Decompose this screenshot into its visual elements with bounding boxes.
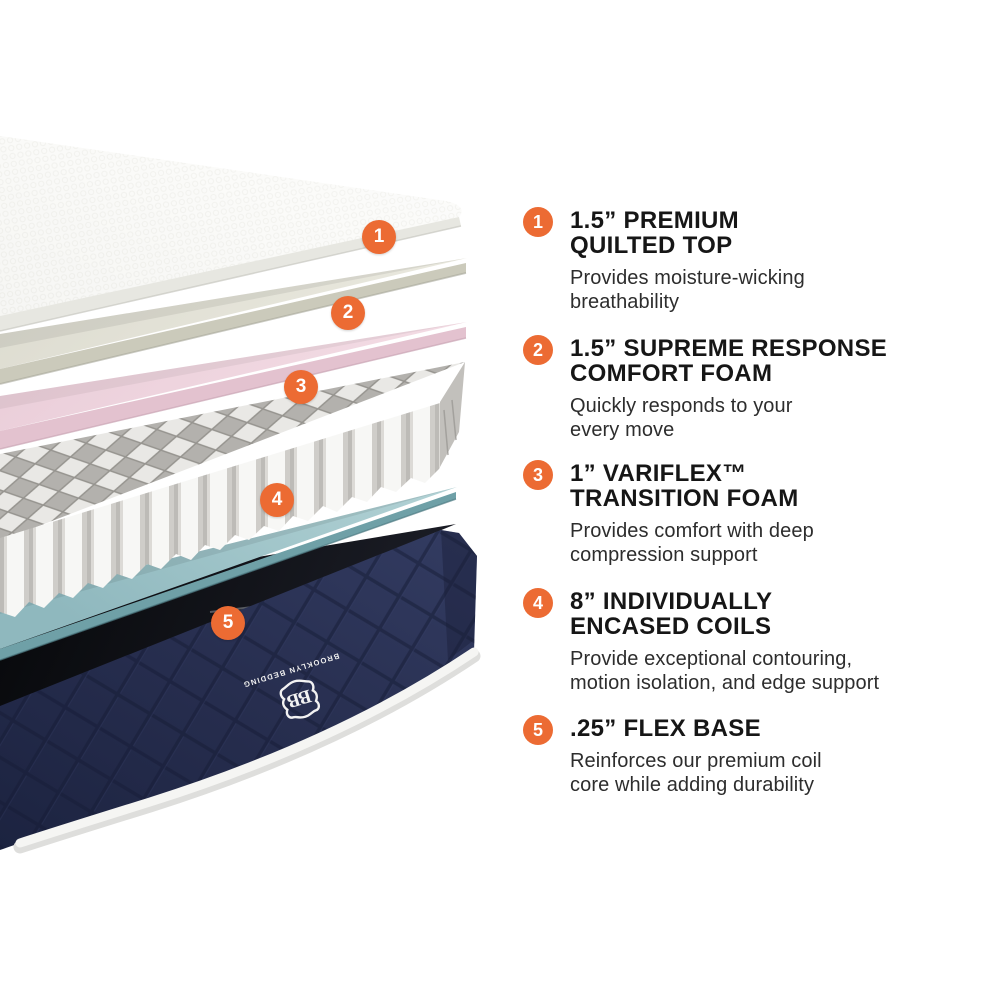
legend-title-1: 1.5” PREMIUM QUILTED TOP [570, 207, 739, 259]
legend-title-5: .25” FLEX BASE [570, 715, 761, 742]
legend-number-4: 4 [523, 588, 553, 618]
layer-coils-top [0, 362, 465, 541]
legend-number-2: 2 [523, 335, 553, 365]
legend-description-1: Provides moisture-wicking breathability [570, 267, 805, 313]
base-piping [15, 647, 479, 848]
legend-item-quilted-top: 1 1.5” PREMIUM QUILTED TOP Provides mois… [523, 207, 953, 314]
legend-number-3: 3 [523, 460, 553, 490]
legend-description-5: Reinforces our premium coil core while a… [570, 750, 822, 796]
layer-coils-front [0, 403, 440, 617]
layer-flex-base [0, 487, 457, 649]
layer-comfort-foam [0, 258, 467, 369]
legend-item-comfort-foam: 2 1.5” SUPREME RESPONSE COMFORT FOAM Qui… [523, 335, 953, 442]
legend-title-2: 1.5” SUPREME RESPONSE COMFORT FOAM [570, 335, 888, 387]
layer-marker-1: 1 [362, 220, 396, 254]
legend-item-transition-foam: 3 1” VARIFLEX™ TRANSITION FOAM Provides … [523, 460, 953, 567]
layer-marker-2: 2 [331, 296, 365, 330]
legend-title-4: 8” INDIVIDUALLY ENCASED COILS [570, 588, 773, 640]
legend-item-encased-coils: 4 8” INDIVIDUALLY ENCASED COILS Provide … [523, 588, 953, 695]
layer-transition-foam [0, 322, 467, 431]
legend-description-2: Quickly responds to your every move [570, 395, 793, 441]
legend-description-4: Provide exceptional contouring, motion i… [570, 648, 880, 694]
layer-marker-3: 3 [284, 370, 318, 404]
legend-title-3: 1” VARIFLEX™ TRANSITION FOAM [570, 460, 799, 512]
legend-description-3: Provides comfort with deep compression s… [570, 520, 814, 566]
layer-marker-5: 5 [211, 606, 245, 640]
brand-badge-outline [279, 679, 321, 719]
layer-marker-4: 4 [260, 483, 294, 517]
legend-item-flex-base: 5 .25” FLEX BASE Reinforces our premium … [523, 715, 953, 797]
mattress-illustration: BB BROOKLYN BEDDING [0, 136, 481, 854]
legend-number-5: 5 [523, 715, 553, 745]
legend-number-1: 1 [523, 207, 553, 237]
